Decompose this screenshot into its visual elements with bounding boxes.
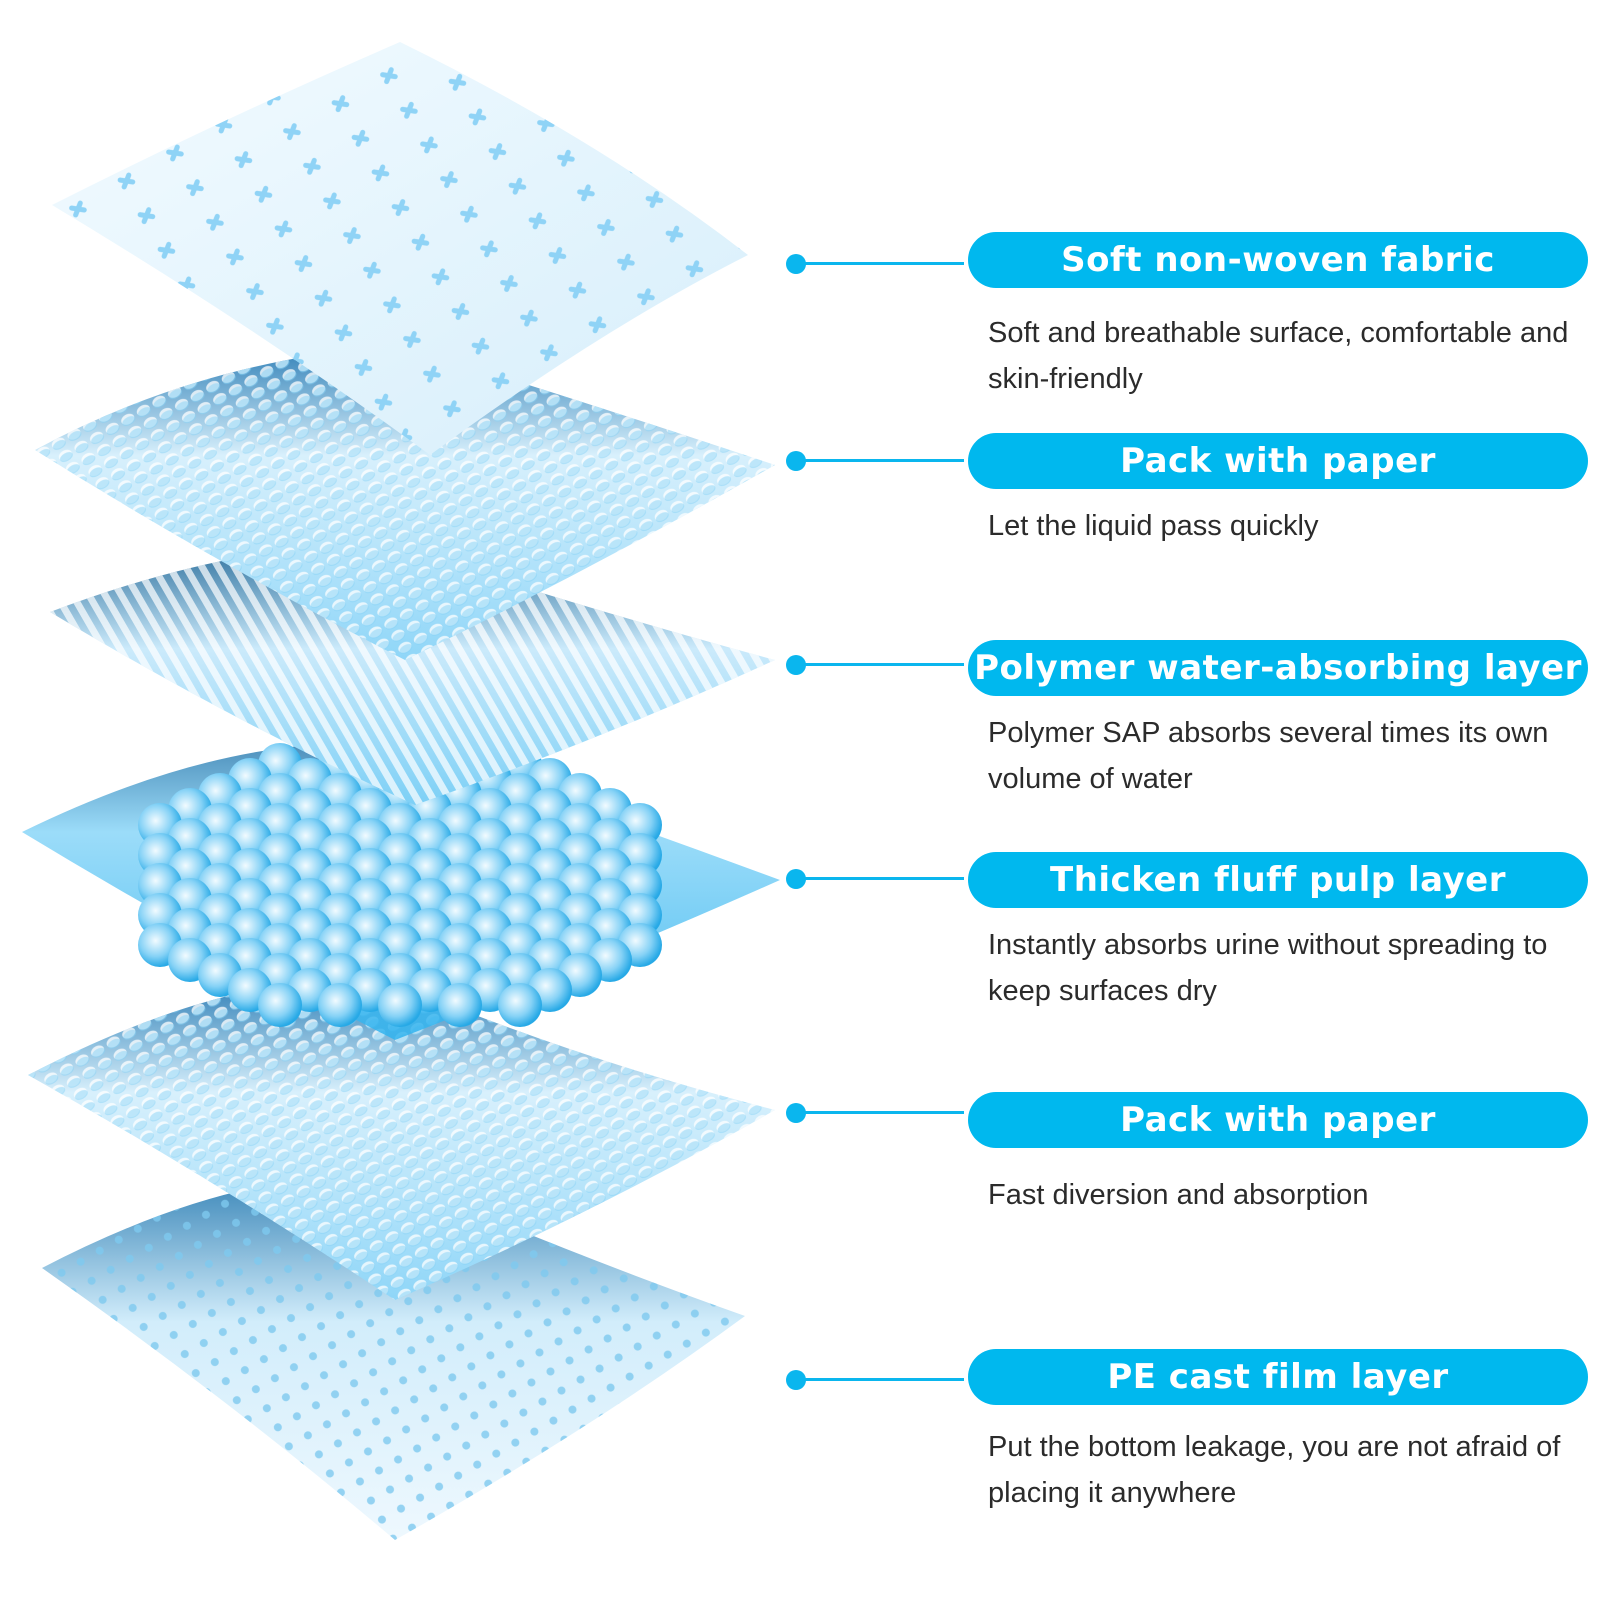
layer-title-polymer: Polymer water-absorbing layer <box>968 640 1588 696</box>
pulp-ball <box>378 983 422 1027</box>
pulp-ball <box>318 983 362 1027</box>
connector-line <box>796 1378 964 1381</box>
fluff-pulp-layer-illustration <box>22 743 780 1040</box>
connector-line <box>796 459 964 462</box>
connector-line <box>796 877 964 880</box>
pulp-ball <box>438 983 482 1027</box>
paper-layer-lower-illustration <box>28 980 775 1300</box>
layer-description-fluff-pulp: Instantly absorbs urine without spreadin… <box>988 929 1548 1007</box>
layer-description-non-woven-fabric: Soft and breathable surface, comfortable… <box>988 317 1569 395</box>
layer-description-polymer: Polymer SAP absorbs several times its ow… <box>988 717 1549 795</box>
non-woven-fabric-layer-illustration <box>52 42 748 455</box>
layer-title-non-woven-fabric: Soft non-woven fabric <box>968 232 1588 288</box>
polymer-layer-illustration <box>50 544 775 805</box>
layer-description-paper-upper: Let the liquid pass quickly <box>988 510 1319 542</box>
pulp-ball <box>498 983 542 1027</box>
connector-line <box>796 262 964 265</box>
pulp-balls <box>138 743 662 1027</box>
pe-film-layer-illustration <box>42 1176 745 1540</box>
layer-title-paper-lower: Pack with paper <box>968 1092 1588 1148</box>
layer-title-fluff-pulp: Thicken fluff pulp layer <box>968 852 1588 908</box>
layer-title-pe-film: PE cast film layer <box>968 1349 1588 1405</box>
layer-description-pe-film: Put the bottom leakage, you are not afra… <box>988 1431 1561 1509</box>
layer-stack-illustration <box>22 42 780 1540</box>
connector-line <box>796 663 964 666</box>
connector-line <box>796 1111 964 1114</box>
pulp-ball <box>258 983 302 1027</box>
layer-title-paper-upper: Pack with paper <box>968 433 1588 489</box>
paper-layer-upper-illustration <box>35 345 775 660</box>
layer-description-paper-lower: Fast diversion and absorption <box>988 1179 1369 1211</box>
